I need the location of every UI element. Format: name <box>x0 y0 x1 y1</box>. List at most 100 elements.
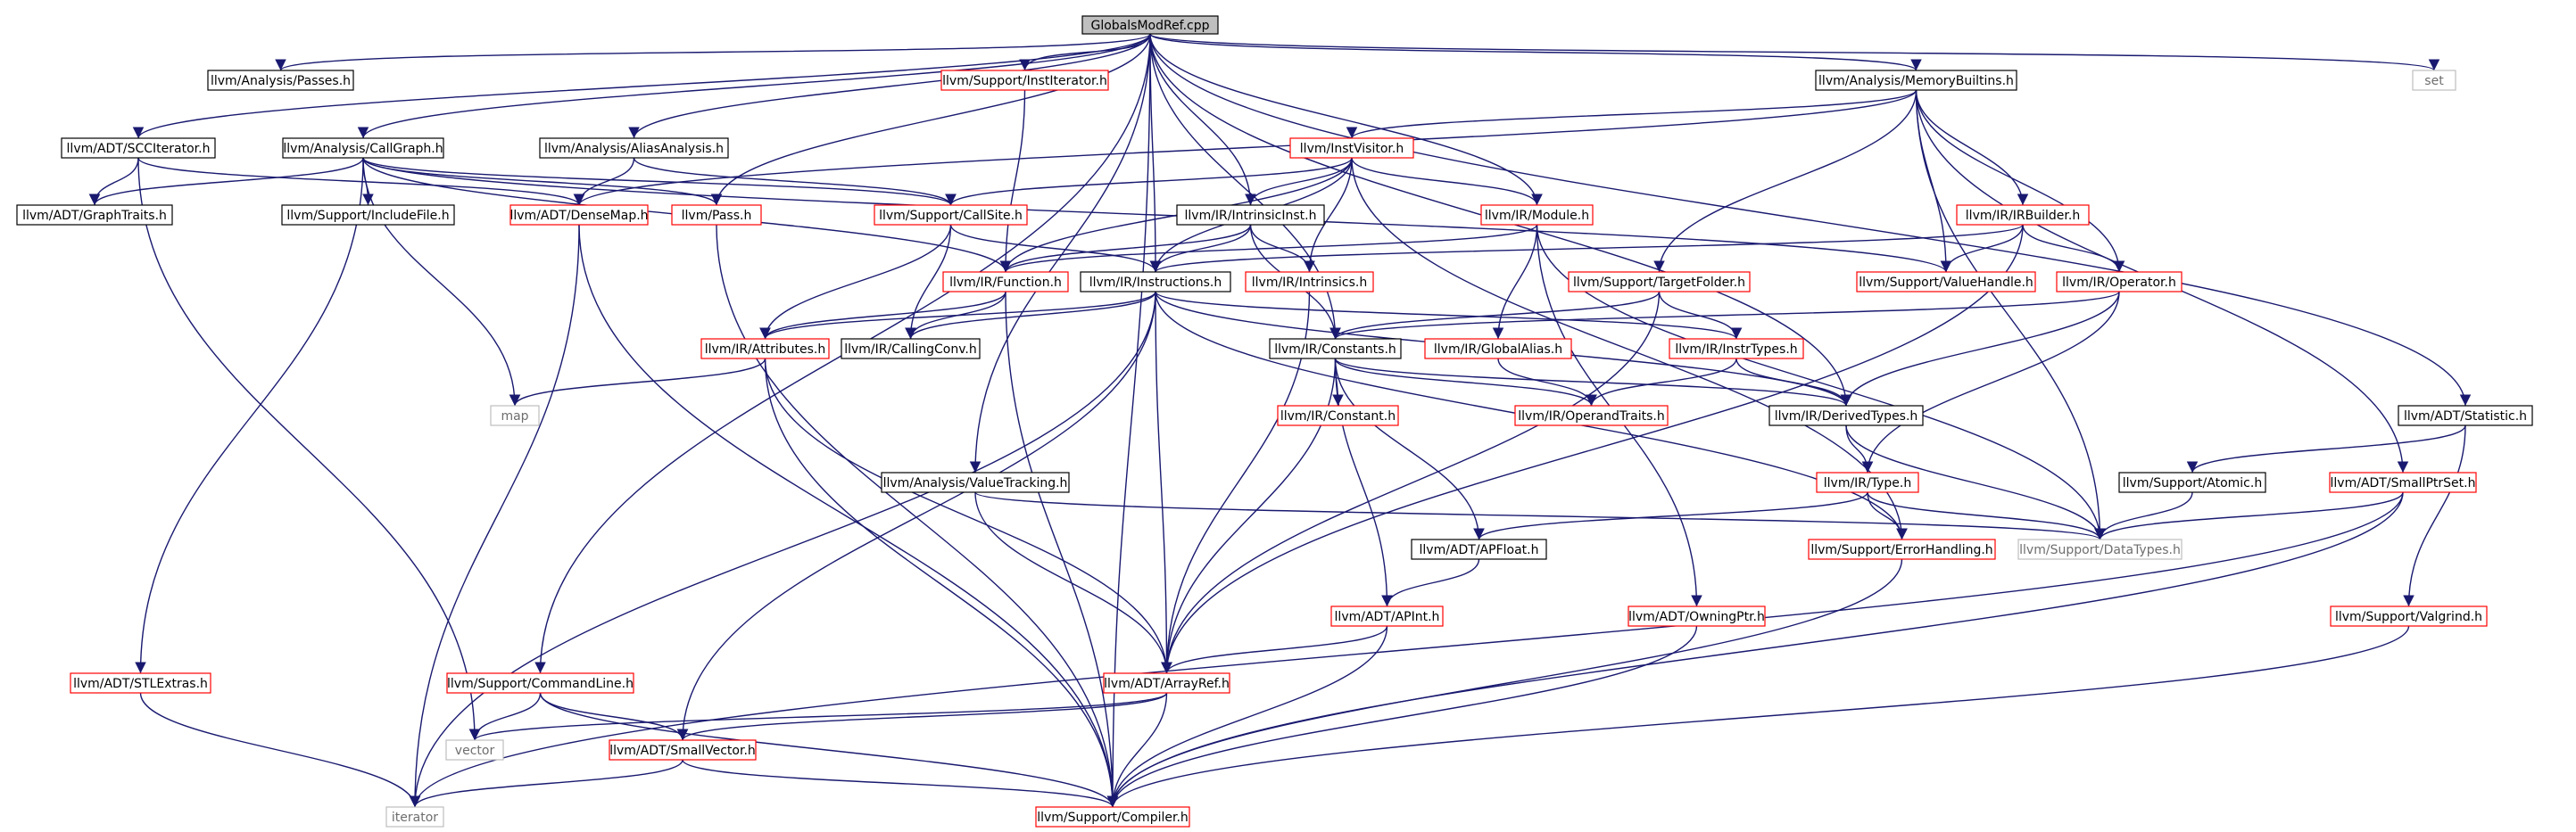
edge-callsite-to-attributes <box>759 224 952 340</box>
node-includefile[interactable]: llvm/Support/IncludeFile.h <box>281 204 455 226</box>
edge-arrayref-to-smallvector <box>676 692 1168 741</box>
edge-root-to-callgraph <box>357 33 1151 139</box>
edge-instructions-to-attributes <box>759 291 1156 340</box>
node-valuehandle[interactable]: llvm/Support/ValueHandle.h <box>1856 271 2036 292</box>
node-operator[interactable]: llvm/IR/Operator.h <box>2056 271 2183 292</box>
node-pass[interactable]: llvm/Pass.h <box>671 204 762 226</box>
edge-aliasanalysis-to-callsite <box>633 157 957 206</box>
node-vector[interactable]: vector <box>445 739 504 761</box>
node-targetfolder[interactable]: llvm/Support/TargetFolder.h <box>1568 271 1751 292</box>
node-atomic[interactable]: llvm/Support/Atomic.h <box>2118 472 2266 493</box>
node-box <box>445 739 504 761</box>
node-intrinsicinst[interactable]: llvm/IR/IntrinsicInst.h <box>1176 204 1325 226</box>
node-box <box>700 338 830 359</box>
node-owningptr[interactable]: llvm/ADT/OwningPtr.h <box>1628 605 1766 627</box>
node-box <box>671 204 762 226</box>
node-callsite[interactable]: llvm/Support/CallSite.h <box>874 204 1028 226</box>
node-label: llvm/Analysis/ValueTracking.h <box>883 476 1068 490</box>
node-smallvector[interactable]: llvm/ADT/SmallVector.h <box>609 739 757 761</box>
node-apint[interactable]: llvm/ADT/APInt.h <box>1330 605 1444 627</box>
node-label: llvm/IR/Attributes.h <box>705 342 825 357</box>
node-root[interactable]: GlobalsModRef.cpp <box>1081 15 1219 35</box>
node-box <box>446 672 634 694</box>
node-membuiltins[interactable]: llvm/Analysis/MemoryBuiltins.h <box>1815 70 2017 91</box>
node-derivedtypes[interactable]: llvm/IR/DerivedTypes.h <box>1768 405 1924 426</box>
edge-targetfolder-to-arrayref <box>1161 291 1661 674</box>
node-map[interactable]: map <box>490 405 540 426</box>
node-operandtraits[interactable]: llvm/IR/OperandTraits.h <box>1514 405 1669 426</box>
edge-operator-to-derivedtypes <box>1840 291 2120 407</box>
edge-constants-to-apint <box>1334 358 1393 607</box>
edge-root-to-compiler <box>1106 33 1151 808</box>
edge-constants-to-apfloat <box>1334 358 1485 540</box>
edge-instructions-to-callingconv <box>905 291 1156 340</box>
node-type[interactable]: llvm/IR/Type.h <box>1816 472 1919 493</box>
edge-attributes-to-map <box>509 358 766 407</box>
node-label: llvm/ADT/SmallPtrSet.h <box>2331 476 2476 490</box>
node-attributes[interactable]: llvm/IR/Attributes.h <box>700 338 830 359</box>
node-box <box>2398 405 2533 426</box>
node-box <box>1514 405 1669 426</box>
node-callgraph[interactable]: llvm/Analysis/CallGraph.h <box>282 137 444 159</box>
node-box <box>2056 271 2183 292</box>
edge-irbuilder-to-arrayref <box>1161 224 2024 674</box>
node-callingconv[interactable]: llvm/IR/CallingConv.h <box>841 338 981 359</box>
node-function[interactable]: llvm/IR/Function.h <box>942 271 1069 292</box>
node-instvisitor[interactable]: llvm/InstVisitor.h <box>1289 137 1414 159</box>
node-smallptrset[interactable]: llvm/ADT/SmallPtrSet.h <box>2329 472 2477 493</box>
node-instit[interactable]: llvm/Support/InstIterator.h <box>940 70 1109 91</box>
node-label: llvm/IR/Constants.h <box>1274 342 1396 357</box>
edge-attributes-to-arrayref <box>764 358 1172 674</box>
node-datatypes[interactable]: llvm/Support/DataTypes.h <box>2017 539 2183 560</box>
node-box <box>2118 472 2266 493</box>
edge-scciter-to-vector <box>137 157 481 741</box>
edge-callgraph-to-stlextras <box>135 157 364 674</box>
node-errorhandling[interactable]: llvm/Support/ErrorHandling.h <box>1808 539 1996 560</box>
node-passes[interactable]: llvm/Analysis/Passes.h <box>207 70 354 91</box>
node-scciter[interactable]: llvm/ADT/SCCIterator.h <box>61 137 216 159</box>
edge-intrinsicinst-to-function <box>999 224 1252 273</box>
node-graphtraits[interactable]: llvm/ADT/GraphTraits.h <box>16 204 173 226</box>
node-valgrind[interactable]: llvm/Support/Valgrind.h <box>2330 605 2488 627</box>
node-aliasanalysis[interactable]: llvm/Analysis/AliasAnalysis.h <box>539 137 729 159</box>
node-intrinsics[interactable]: llvm/IR/Intrinsics.h <box>1245 271 1374 292</box>
node-instrtypes[interactable]: llvm/IR/InstrTypes.h <box>1669 338 1804 359</box>
edge-root-to-membuiltins <box>1149 33 1922 71</box>
node-box <box>1269 338 1402 359</box>
node-label: iterator <box>392 811 438 825</box>
edge-derivedtypes-to-datatypes <box>1845 424 2106 540</box>
edge-operator-to-type <box>1861 291 2120 474</box>
node-iterator[interactable]: iterator <box>385 806 444 828</box>
node-arrayref[interactable]: llvm/ADT/ArrayRef.h <box>1103 672 1230 694</box>
node-module[interactable]: llvm/IR/Module.h <box>1480 204 1594 226</box>
node-irbuilder[interactable]: llvm/IR/IRBuilder.h <box>1956 204 2090 226</box>
node-commandline[interactable]: llvm/Support/CommandLine.h <box>446 672 634 694</box>
edge-targetfolder-to-constants <box>1329 291 1661 340</box>
node-stlextras[interactable]: llvm/ADT/STLExtras.h <box>70 672 211 694</box>
node-box <box>1808 539 1996 560</box>
node-statistic[interactable]: llvm/ADT/Statistic.h <box>2398 405 2533 426</box>
node-densemap[interactable]: llvm/ADT/DenseMap.h <box>509 204 649 226</box>
node-instructions[interactable]: llvm/IR/Instructions.h <box>1080 271 1231 292</box>
node-box <box>2017 539 2183 560</box>
node-valuetracking[interactable]: llvm/Analysis/ValueTracking.h <box>881 472 1070 493</box>
node-label: llvm/IR/Operator.h <box>2062 276 2176 290</box>
node-box <box>1081 15 1219 35</box>
node-box <box>282 137 444 159</box>
node-set[interactable]: set <box>2412 70 2456 91</box>
edge-instvisitor-to-module <box>1351 157 1543 206</box>
node-constants[interactable]: llvm/IR/Constants.h <box>1269 338 1402 359</box>
node-label: llvm/IR/IRBuilder.h <box>1966 209 2080 223</box>
node-compiler[interactable]: llvm/Support/Compiler.h <box>1035 806 1190 828</box>
node-constant[interactable]: llvm/IR/Constant.h <box>1277 405 1399 426</box>
node-apfloat[interactable]: llvm/ADT/APFloat.h <box>1411 539 1547 560</box>
node-box <box>2329 472 2477 493</box>
edge-aliasanalysis-to-densemap <box>573 157 635 206</box>
edge-root-to-passes <box>275 33 1151 71</box>
node-box <box>70 672 211 694</box>
node-box <box>1411 539 1547 560</box>
edge-operator-to-constants <box>1329 291 2120 340</box>
node-label: llvm/ADT/ArrayRef.h <box>1104 677 1230 691</box>
node-box <box>1103 672 1230 694</box>
node-globalalias[interactable]: llvm/IR/GlobalAlias.h <box>1424 338 1572 359</box>
